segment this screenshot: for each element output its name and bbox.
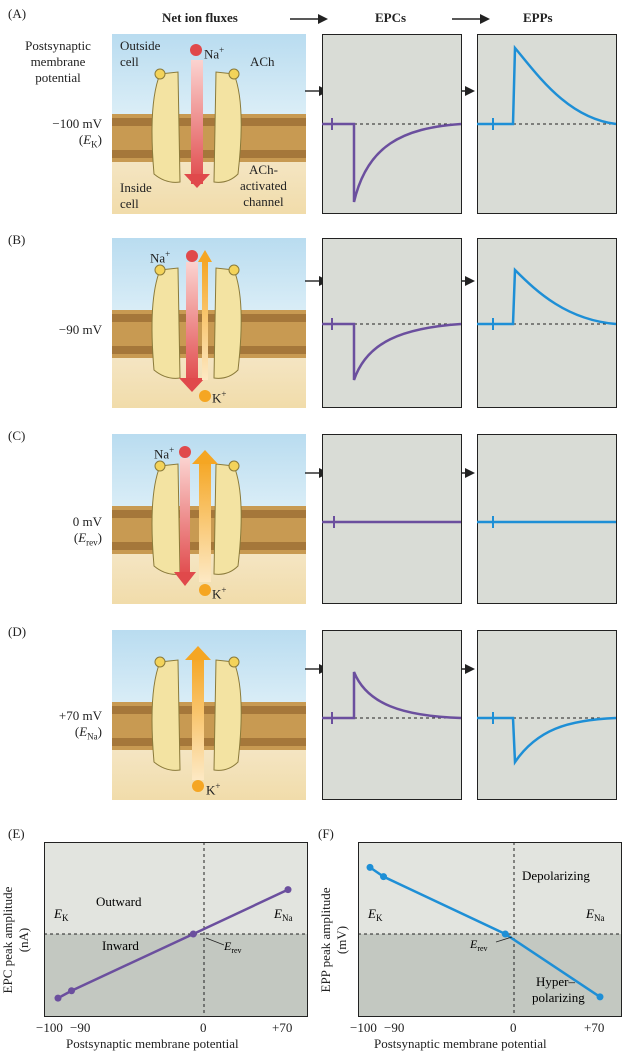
row-b-potential: −90 mV — [58, 322, 102, 337]
na-ion-label-c: Na+ — [154, 445, 175, 462]
membrane-illustration-d — [112, 630, 306, 800]
membrane-illustration-a — [112, 34, 306, 214]
na-ion-label-a: Na+ — [204, 45, 225, 62]
plot-f: Depolarizing Hyper– polarizing EK ENa Er… — [358, 842, 622, 1017]
epc-iv-point-0 — [54, 994, 62, 1002]
epc-iv-point-3 — [284, 886, 292, 894]
panel-letter-b: (B) — [8, 232, 26, 247]
epc-graph-a — [322, 34, 462, 214]
panel-letter-e: (E) — [8, 826, 25, 841]
k-ion-label-d: K+ — [206, 781, 221, 798]
plot-f-tick-3: 0 — [510, 1020, 517, 1035]
outward-label: Outward — [96, 894, 142, 909]
ena-label-f: ENa — [585, 906, 604, 923]
postsynaptic-label: Postsynaptic membrane potential — [25, 38, 91, 85]
row-c-potential: 0 mV (Erev) — [72, 514, 102, 548]
k-ion-label-c: K+ — [212, 585, 227, 602]
plot-e-tick-2: −90 — [70, 1020, 91, 1035]
epp-iv-point-1 — [380, 873, 388, 881]
epc-graph-b — [322, 238, 462, 408]
panel-letter-c: (C) — [8, 428, 26, 443]
header-arrow-1 — [290, 14, 328, 24]
ek-label-e: EK — [53, 906, 69, 923]
plot-e-tick-3: 0 — [200, 1020, 207, 1035]
erev-label-e: Erev — [223, 939, 242, 955]
plot-e: Outward Inward EK ENa Erev — [44, 842, 308, 1017]
plot-e-xlabel: Postsynaptic membrane potential — [66, 1036, 239, 1051]
hyperpolarizing-label-1: Hyper– — [536, 974, 575, 989]
header-net-ion-fluxes: Net ion fluxes — [162, 10, 238, 25]
depolarizing-label: Depolarizing — [522, 868, 590, 883]
panel-letter-d: (D) — [8, 624, 27, 639]
epp-iv-point-0 — [366, 863, 374, 871]
ach-label: ACh — [250, 54, 275, 69]
epp-iv-point-2 — [501, 930, 509, 938]
epp-graph-a — [477, 34, 617, 214]
epp-graph-c — [477, 434, 617, 604]
ena-label-e: ENa — [273, 906, 292, 923]
panel-letter-f: (F) — [318, 826, 334, 841]
hyperpolarizing-label-2: polarizing — [532, 990, 585, 1005]
plot-e-tick-1: −100 — [36, 1020, 63, 1035]
epp-iv-line — [369, 866, 601, 998]
plot-e-ylabel: EPC peak amplitude(nA) — [0, 886, 31, 994]
na-ion-label-b: Na+ — [150, 249, 171, 266]
inward-label: Inward — [102, 938, 139, 953]
epc-iv-point-1 — [68, 987, 76, 995]
header-arrow-2 — [452, 14, 490, 24]
header-epps: EPPs — [523, 10, 553, 25]
panel-letter-a: (A) — [8, 6, 27, 21]
plot-f-ylabel: EPP peak amplitude(mV) — [318, 887, 349, 993]
epp-graph-b — [477, 238, 617, 408]
row-d-potential: +70 mV (ENa) — [58, 708, 102, 742]
plot-f-xlabel: Postsynaptic membrane potential — [374, 1036, 547, 1051]
epp-graph-d — [477, 630, 617, 800]
epc-iv-line — [57, 888, 289, 1000]
plot-f-tick-2: −90 — [384, 1020, 405, 1035]
epc-graph-c — [322, 434, 462, 604]
epc-iv-point-2 — [189, 930, 197, 938]
erev-label-f: Erev — [469, 937, 488, 953]
epp-iv-point-3 — [596, 993, 604, 1001]
ek-label-f: EK — [367, 906, 383, 923]
plot-f-tick-4: +70 — [584, 1020, 605, 1035]
row-a-potential: −100 mV (EK) — [52, 116, 102, 150]
epc-graph-d — [322, 630, 462, 800]
plot-f-tick-1: −100 — [350, 1020, 377, 1035]
plot-e-tick-4: +70 — [272, 1020, 293, 1035]
membrane-illustration-c — [112, 434, 306, 604]
membrane-illustration-b — [112, 238, 306, 408]
header-epcs: EPCs — [375, 10, 407, 25]
k-ion-label-b: K+ — [212, 389, 227, 406]
